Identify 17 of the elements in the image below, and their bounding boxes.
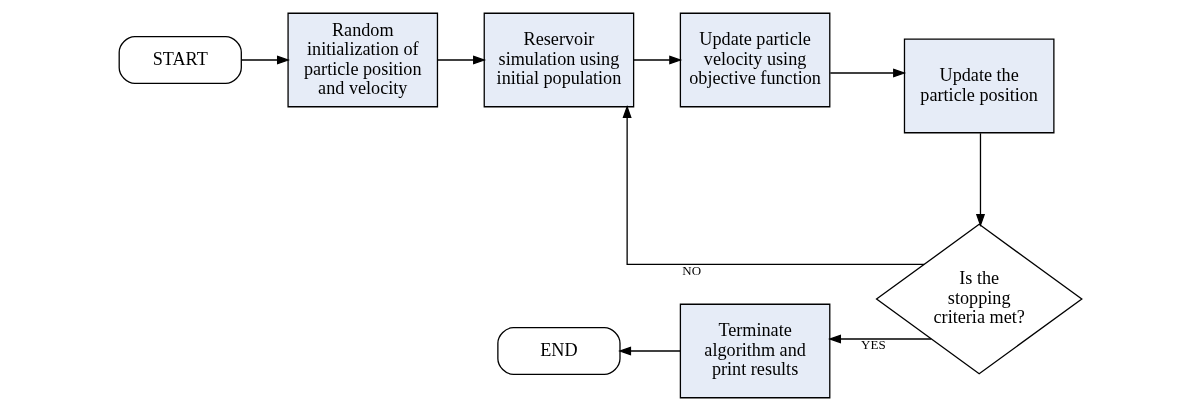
node-box: END — [497, 326, 621, 376]
arrow — [829, 68, 907, 78]
node-box: Update particle velocity using objective function — [679, 12, 831, 108]
node-box: START — [118, 35, 242, 85]
edge-label: YES — [861, 337, 886, 353]
arrow — [975, 132, 986, 228]
arrow — [436, 55, 487, 65]
arrow — [828, 334, 932, 344]
node-box: Terminate algorithm and print results — [679, 303, 831, 399]
arrow — [633, 55, 683, 65]
edge-label: NO — [682, 262, 702, 278]
arrow — [622, 104, 925, 265]
arrow — [618, 346, 681, 356]
node-box: Random initialization of particle position and velocity — [287, 12, 439, 108]
node-box: Update the particle position — [903, 38, 1055, 134]
arrow — [240, 55, 290, 65]
node-box: Reservoir simulation using initial population — [483, 12, 635, 108]
